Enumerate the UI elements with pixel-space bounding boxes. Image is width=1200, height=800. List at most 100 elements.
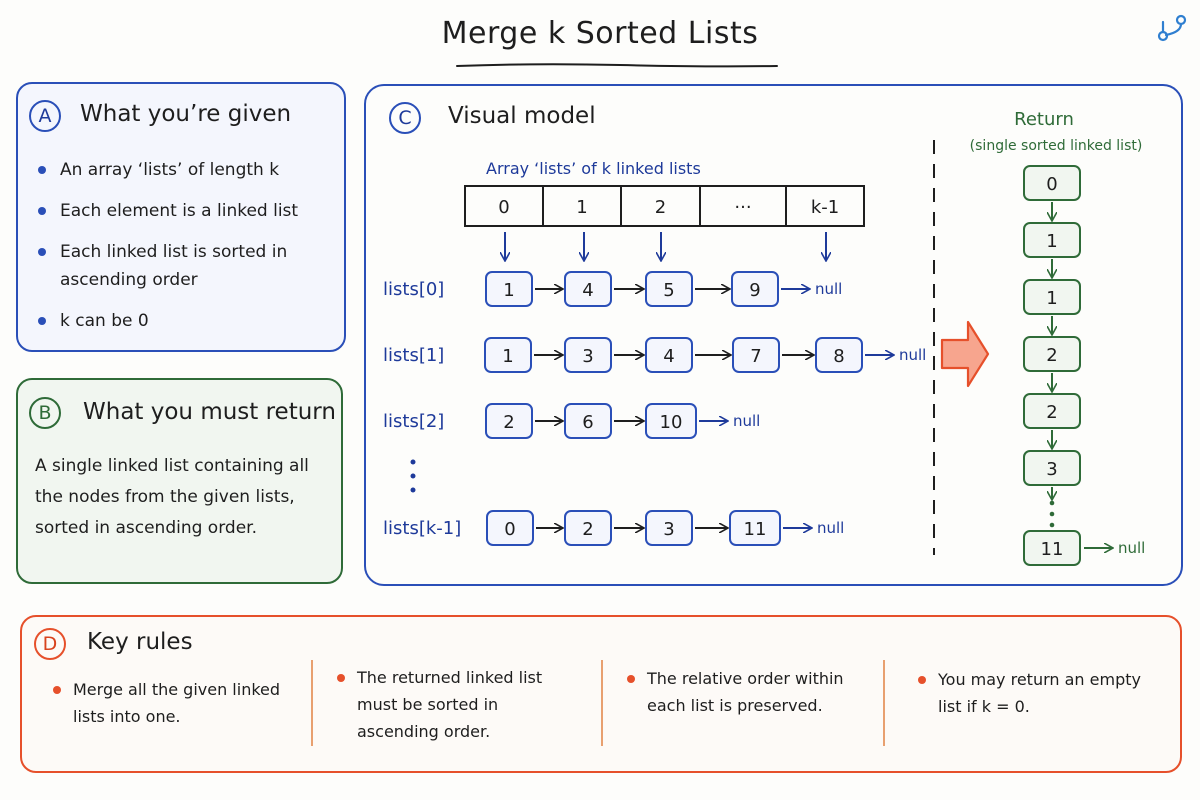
given-bullet: An array ‘lists’ of length k xyxy=(34,156,324,184)
git-branch-icon[interactable] xyxy=(1155,14,1189,44)
list-node-value: 11 xyxy=(744,519,767,540)
list-node xyxy=(486,510,534,546)
list-node xyxy=(732,337,780,373)
bullet-dot xyxy=(38,166,46,174)
list-node-value: 2 xyxy=(503,412,514,433)
return-column-subtitle: (single sorted linked list) xyxy=(970,138,1143,154)
null-label: null xyxy=(815,280,842,298)
list-node-value: 6 xyxy=(582,412,593,433)
return-node-value: 1 xyxy=(1046,231,1057,252)
return-node-value: 11 xyxy=(1041,539,1064,560)
return-node xyxy=(1023,336,1081,372)
list-node xyxy=(731,271,779,307)
title-underline xyxy=(456,63,778,68)
ellipsis-dot xyxy=(410,487,416,493)
list-node-value: 7 xyxy=(750,346,761,367)
list-label: lists[k-1] xyxy=(383,518,461,539)
ellipsis-dot xyxy=(1049,522,1055,528)
return-panel xyxy=(16,378,343,584)
key-rules-title: Key rules xyxy=(87,629,193,655)
array-cell-label: k-1 xyxy=(811,197,839,218)
array-cell-label: 1 xyxy=(576,197,587,218)
array-cell-label: 0 xyxy=(498,197,509,218)
list-node-value: 3 xyxy=(663,519,674,540)
ellipsis-dot xyxy=(1049,500,1055,506)
visual-model-title: Visual model xyxy=(448,103,596,129)
badge-d: D xyxy=(34,628,66,660)
list-node-value: 9 xyxy=(749,280,760,301)
list-node xyxy=(485,271,533,307)
return-node-value: 0 xyxy=(1046,174,1057,195)
return-node xyxy=(1023,165,1081,201)
list-node xyxy=(645,403,697,439)
return-node-value: 2 xyxy=(1046,402,1057,423)
bullet-dot xyxy=(38,207,46,215)
given-bullet: Each linked list is sorted in ascending … xyxy=(34,238,324,294)
null-label: null xyxy=(733,412,760,430)
list-node xyxy=(645,510,693,546)
list-node xyxy=(645,337,693,373)
ellipsis-dot xyxy=(410,459,416,465)
return-node xyxy=(1023,393,1081,429)
list-node xyxy=(485,403,533,439)
rule-divider xyxy=(311,660,313,746)
bullet-dot xyxy=(38,248,46,256)
list-node-value: 0 xyxy=(504,519,515,540)
bullet-dot xyxy=(627,675,635,683)
list-node-value: 4 xyxy=(582,280,593,301)
list-node xyxy=(564,271,612,307)
return-column-title: Return xyxy=(1014,109,1074,130)
list-node xyxy=(815,337,863,373)
bullet-dot xyxy=(38,317,46,325)
given-panel xyxy=(16,82,346,352)
list-node xyxy=(564,403,612,439)
bullet-dot xyxy=(337,674,345,682)
array-label: Array ‘lists’ of k linked lists xyxy=(486,159,701,178)
given-bullet-list: An array ‘lists’ of length k Each elemen… xyxy=(34,156,324,348)
badge-a: A xyxy=(29,100,61,132)
array-pointers xyxy=(505,232,826,260)
bullet-dot xyxy=(918,676,926,684)
rule-item: The returned linked list must be sorted … xyxy=(331,664,576,745)
list-node-value: 4 xyxy=(663,346,674,367)
return-node xyxy=(1023,279,1081,315)
rule-item: Merge all the given linked lists into on… xyxy=(47,676,292,730)
list-node xyxy=(564,337,612,373)
given-bullet: Each element is a linked list xyxy=(34,197,324,225)
return-description: A single linked list containing all the … xyxy=(35,456,309,538)
list-label: lists[0] xyxy=(383,279,444,300)
list-node-value: 5 xyxy=(663,280,674,301)
list-node-value: 10 xyxy=(660,412,683,433)
return-node xyxy=(1023,222,1081,258)
bullet-dot xyxy=(53,686,61,694)
list-node-value: 1 xyxy=(503,280,514,301)
null-label: null xyxy=(817,519,844,537)
array-cell xyxy=(464,185,544,227)
list-node-value: 3 xyxy=(582,346,593,367)
return-panel-title: What you must return xyxy=(83,399,336,425)
return-node xyxy=(1023,450,1081,486)
list-label: lists[2] xyxy=(383,411,444,432)
given-panel-title: What you’re given xyxy=(80,101,292,127)
return-node-value: 2 xyxy=(1046,345,1057,366)
merge-arrow-icon xyxy=(940,320,990,388)
given-bullet: k can be 0 xyxy=(34,307,324,335)
rule-item: The relative order within each list is p… xyxy=(621,665,866,719)
array-cell xyxy=(699,185,787,227)
list-node-value: 8 xyxy=(833,346,844,367)
badge-b: B xyxy=(29,397,61,429)
ellipsis-dot xyxy=(1049,511,1055,517)
list-node-value: 1 xyxy=(502,346,513,367)
ellipsis-dot xyxy=(410,473,416,479)
array-cell-label: 2 xyxy=(655,197,666,218)
array-cell xyxy=(785,185,865,227)
list-node xyxy=(484,337,532,373)
null-label: null xyxy=(1118,539,1145,557)
rule-item: You may return an empty list if k = 0. xyxy=(912,666,1162,720)
list-node-value: 2 xyxy=(582,519,593,540)
list-node xyxy=(729,510,781,546)
